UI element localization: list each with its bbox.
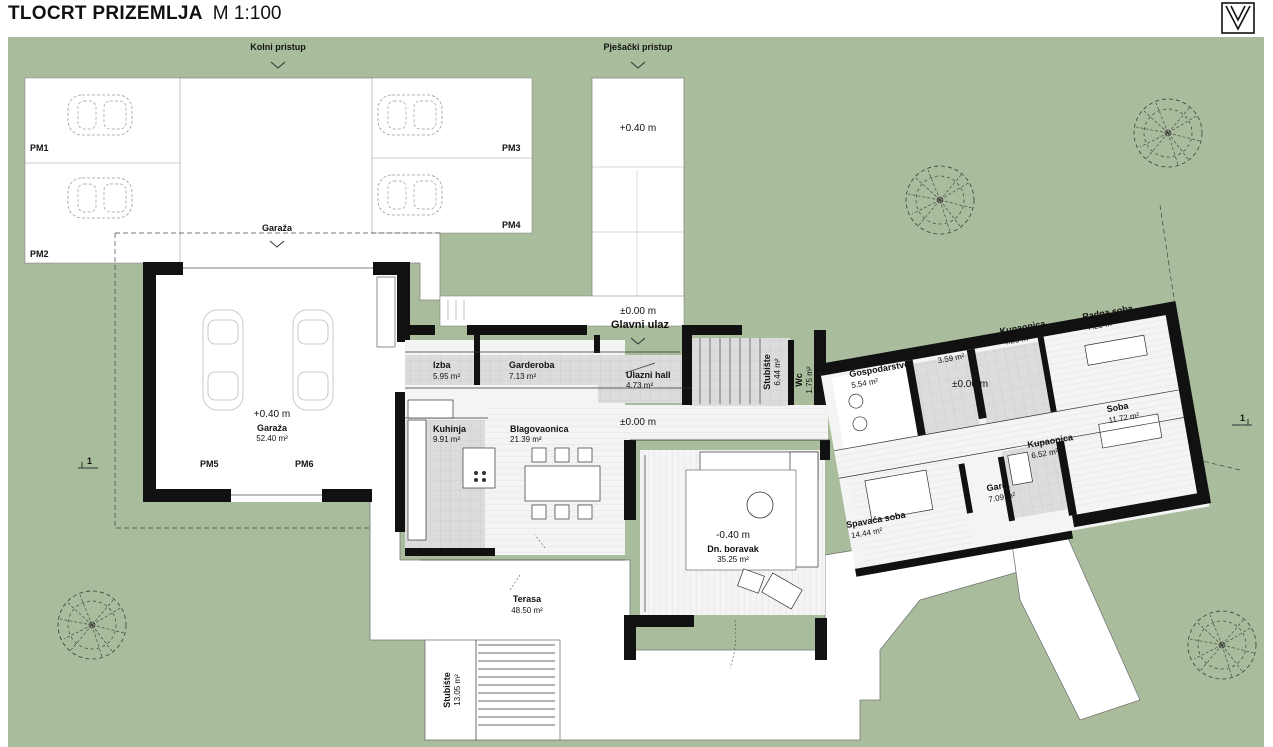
chevron-down-icon (630, 61, 646, 69)
room-name: Kuhinja (433, 424, 467, 434)
room-name: Ulazni hall (626, 370, 671, 380)
scale-text: M 1:100 (212, 3, 282, 24)
lower-stair (424, 639, 561, 741)
room-area: 5.95 m² (433, 372, 460, 381)
double-bed (864, 469, 934, 521)
title-text: TLOCRT PRIZEMLJA (8, 3, 203, 24)
garage-floor (143, 262, 410, 502)
hall-floor (598, 355, 688, 403)
room-name: Stubište (442, 672, 452, 708)
room-name: Stubište (762, 354, 772, 390)
section-label-right: 1 (1240, 413, 1245, 423)
chevron-down-icon (270, 61, 286, 69)
room-area: 21.39 m² (510, 435, 542, 444)
entry-forecourt (439, 295, 685, 327)
izba-floor (405, 355, 475, 385)
room-area: 9.91 m² (433, 435, 460, 444)
parking-bay-left (24, 77, 181, 264)
dining-table (524, 465, 601, 502)
wing-corridor (834, 388, 1194, 479)
pm1-label: PM1 (30, 143, 49, 153)
room-name: Soba (1106, 400, 1130, 414)
bath1-floor (974, 341, 1051, 424)
loggia-floor (913, 354, 980, 435)
gospodarstvo-floor (831, 365, 918, 449)
entry-level: ±0.00 m (620, 306, 656, 317)
garderoba-floor (478, 355, 598, 385)
room-name: Blagovaonica (510, 424, 570, 434)
architect-logo-icon (1221, 2, 1255, 34)
room-area: 7.13 m² (509, 372, 536, 381)
pm5-label: PM5 (200, 459, 219, 469)
coffee-table (746, 491, 774, 519)
room-name: Wc (794, 373, 804, 387)
section-marker-left (78, 462, 98, 469)
pm3-label: PM3 (502, 143, 521, 153)
corridor-floor (488, 405, 828, 440)
room-area: 6.44 m² (773, 358, 782, 385)
room-area: 35.25 m² (717, 555, 749, 564)
chevron-down-icon (630, 337, 646, 345)
room-area: 13.05 m² (453, 674, 462, 706)
living-level: -0.40 m (716, 530, 750, 541)
chevron-down-icon (269, 240, 285, 248)
path-level: +0.40 m (620, 123, 656, 134)
garage-access-label: Garaža (262, 223, 293, 233)
hall-level: ±0.00 m (620, 417, 656, 428)
room-name: Izba (433, 360, 451, 370)
room-area: 4.73 m² (626, 381, 653, 390)
pm2-label: PM2 (30, 249, 49, 259)
soba-floor (1059, 399, 1196, 508)
pedestrian-access-label: Pješački pristup (603, 42, 673, 52)
pedestrian-path (591, 77, 685, 301)
kitchen-island (462, 447, 496, 489)
room-name: Garderoba (509, 360, 556, 370)
car-access-label: Kolni pristup (250, 42, 306, 52)
room-area: 52.40 m² (256, 434, 288, 443)
wardrobe-floor (960, 452, 1010, 526)
main-entrance-label: Glavni ulaz (611, 319, 670, 331)
drawing-title: TLOCRT PRIZEMLJA M 1:100 (8, 3, 281, 25)
rug (685, 469, 797, 571)
room-name: Garaža (257, 423, 288, 433)
parking-bay-right (371, 77, 533, 234)
section-label-left: 1 (87, 456, 92, 466)
room-name: Terasa (513, 594, 542, 604)
pm4-label: PM4 (502, 220, 521, 230)
section-marker-right (1232, 419, 1252, 426)
room-name: Dn. boravak (707, 544, 760, 554)
pm6-label: PM6 (295, 459, 314, 469)
room-area: 1.75 m² (805, 366, 814, 393)
room-name: Gard. (986, 479, 1011, 493)
wing-level: ±0.00 m (952, 379, 988, 390)
room-area: 48.50 m² (511, 606, 543, 615)
garage-level: +0.40 m (254, 409, 290, 420)
